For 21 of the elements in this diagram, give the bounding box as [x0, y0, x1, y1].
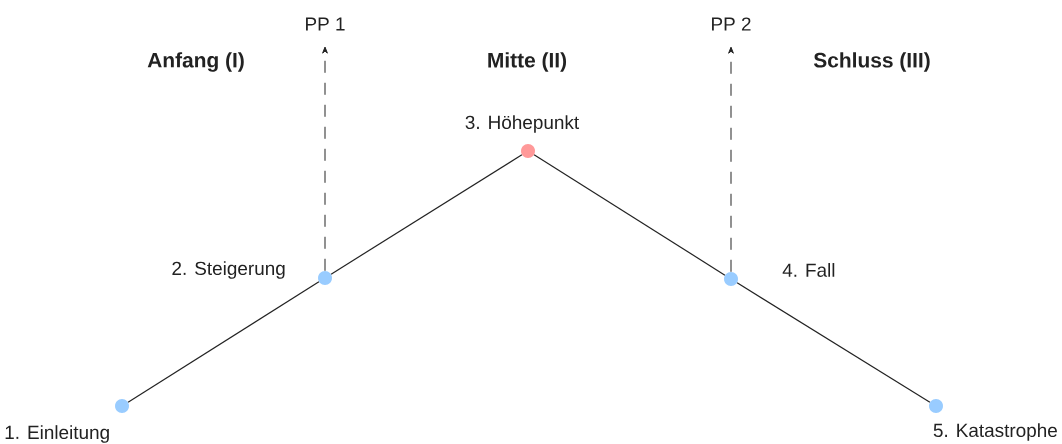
- point-dot: [115, 399, 129, 413]
- point-label: 3. Höhepunkt: [465, 115, 579, 133]
- point-label: 2. Steigerung: [172, 261, 285, 279]
- section-heading: Anfang (I): [147, 52, 244, 72]
- section-heading: Mitte (II): [488, 52, 567, 72]
- dashed-arrow: [322, 46, 328, 272]
- point-label: PP 2: [712, 17, 751, 31]
- point-dot: [318, 271, 332, 285]
- point-label: 4. Fall: [782, 263, 835, 277]
- line: [533, 154, 726, 276]
- dashed-arrow: [728, 46, 734, 273]
- point-label: PP 1: [306, 17, 345, 31]
- line: [736, 282, 931, 403]
- line: [127, 281, 320, 403]
- point-dot: [724, 272, 738, 286]
- point-label: 1. Einleitung: [5, 425, 109, 443]
- section-heading: Schluss (III): [813, 52, 930, 72]
- line: [330, 154, 523, 275]
- point-label: 5. Katastrophe: [933, 423, 1057, 441]
- point-dot: [929, 399, 943, 413]
- point-dot: [521, 144, 535, 158]
